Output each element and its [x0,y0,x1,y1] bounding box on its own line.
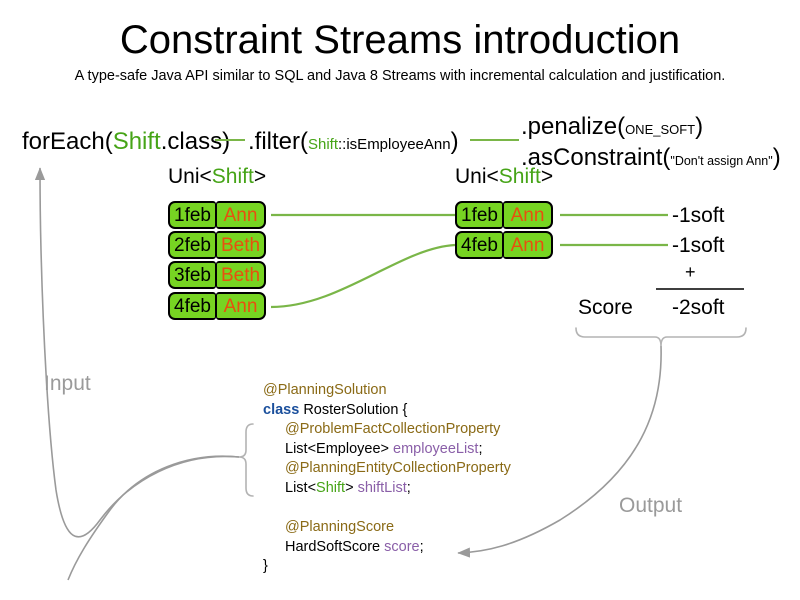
penalty-label-row1: -1soft [672,204,725,227]
pipeline-penalize: .penalize(ONE_SOFT) [521,112,781,143]
uni-right-prefix: Uni< [455,165,499,188]
class-closing-brace: } [263,558,268,575]
code-block: @PlanningSolution class RosterSolution {… [263,381,511,577]
pipeline-filter: .filter(Shift::isEmployeeAnn) [248,128,459,156]
semicolon: ; [478,440,483,457]
shift-date: 1feb [455,201,503,229]
uni-left-type: Shift [211,165,254,188]
shift-employee: Beth [216,261,267,289]
code-line-6: List<Shift> shiftList; [263,479,511,499]
as-constraint-arg: "Don't assign Ann" [670,153,773,168]
as-constraint-suffix: ) [772,143,781,171]
annotation-planning-entity-collection: @PlanningEntityCollectionProperty [285,460,511,477]
code-line-2: class RosterSolution { [263,401,511,421]
uni-caption-right: Uni<Shift> [455,165,553,189]
field-type-hard-soft-score: HardSoftScore [285,538,385,555]
shift-employee: Ann [216,292,266,320]
foreach-type: Shift [112,128,161,155]
penalize-arg: ONE_SOFT [625,122,696,137]
page-subtitle: A type-safe Java API similar to SQL and … [74,68,726,84]
code-line-8: HardSoftScore score; [263,538,511,558]
shift-row-right-2[interactable]: 4feb Ann [455,231,553,259]
foreach-prefix: forEach( [22,128,113,155]
penalize-suffix: ) [695,113,704,140]
shift-row-left-3[interactable]: 3feb Beth [168,261,267,289]
filter-suffix: ) [450,128,459,155]
shift-date: 2feb [168,231,216,259]
score-label: Score [578,296,633,319]
semicolon: ; [406,479,411,496]
filter-prefix: .filter( [248,128,308,155]
score-total: -2soft [672,296,725,319]
filter-type: Shift [308,136,339,153]
code-blank-line [263,499,511,519]
semicolon: ; [419,538,424,555]
code-line-5: @PlanningEntityCollectionProperty [263,459,511,479]
shift-date: 4feb [168,292,216,320]
page-title: Constraint Streams introduction [119,18,681,62]
filter-method: ::isEmployeeAnn [338,136,451,153]
shift-date: 3feb [168,261,216,289]
shift-employee: Ann [216,201,266,229]
pipeline-as-constraint: .asConstraint("Don't assign Ann") [521,143,781,174]
annotation-problem-fact-collection: @ProblemFactCollectionProperty [285,421,501,438]
output-label: Output [619,494,683,517]
sum-rule [656,288,744,290]
input-label: Input [44,372,91,395]
field-type-shift-list-pre: List< [285,479,317,496]
code-line-9: } [263,557,511,577]
class-name: RosterSolution { [303,401,408,418]
code-line-7: @PlanningScore [263,518,511,538]
uni-caption-left: Uni<Shift> [168,165,266,189]
shift-employee: Ann [503,231,553,259]
code-line-1: @PlanningSolution [263,381,511,401]
foreach-suffix: .class) [160,128,231,155]
shift-row-right-1[interactable]: 1feb Ann [455,201,553,229]
uni-right-suffix: > [540,165,554,188]
shift-employee: Ann [503,201,553,229]
code-line-3: @ProblemFactCollectionProperty [263,420,511,440]
shift-row-left-4[interactable]: 4feb Ann [168,292,266,320]
field-type-shift-list-post: > [345,479,358,496]
shift-date: 4feb [455,231,503,259]
score-brace [575,327,747,347]
shift-employee: Beth [216,231,267,259]
penalize-prefix: .penalize( [521,113,626,140]
uni-right-type: Shift [498,165,541,188]
uni-left-suffix: > [253,165,267,188]
annotation-planning-score: @PlanningScore [285,519,395,536]
field-type-shift: Shift [316,479,346,496]
penalty-label-row2: -1soft [672,234,725,257]
field-name-shift-list: shiftList [357,479,407,496]
code-line-4: List<Employee> employeeList; [263,440,511,460]
pipeline-terminal: .penalize(ONE_SOFT) .asConstraint("Don't… [521,112,781,173]
shift-row-left-1[interactable]: 1feb Ann [168,201,266,229]
code-fields-brace [238,423,254,497]
field-name-score: score [384,538,420,555]
annotation-planning-solution: @PlanningSolution [263,382,387,398]
plus-sign: + [685,262,696,282]
pipeline-foreach: forEach(Shift.class) [22,128,230,156]
connector-row4-left-to-right [270,243,456,309]
input-arrow-tail [67,455,240,581]
field-type-employee-list: List<Employee> [285,440,394,457]
shift-date: 1feb [168,201,216,229]
field-name-employee-list: employeeList [393,440,479,457]
keyword-class: class [263,401,300,418]
uni-left-prefix: Uni< [168,165,212,188]
shift-row-left-2[interactable]: 2feb Beth [168,231,267,259]
as-constraint-prefix: .asConstraint( [521,143,671,171]
